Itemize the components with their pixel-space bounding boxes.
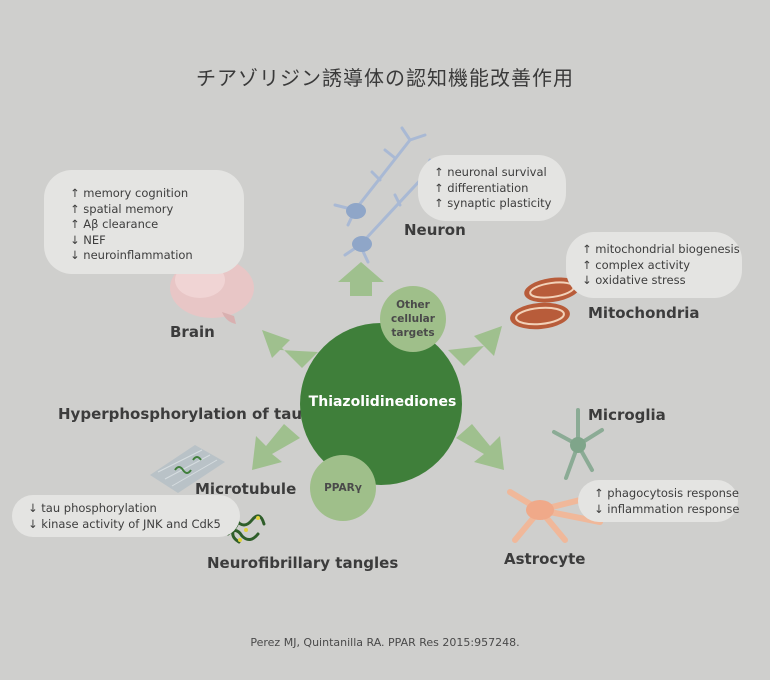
tau-effect: ↓ tau phosphorylation — [28, 501, 157, 515]
mitochondria-label: Mitochondria — [588, 304, 700, 322]
neuron-effects-bubble: ↑ neuronal survival ↑ differentiation ↑ … — [418, 155, 566, 221]
diagram-title: チアゾリジン誘導体の認知機能改善作用 — [196, 66, 574, 90]
tau-effect: ↓ kinase activity of JNK and Cdk5 — [28, 516, 221, 531]
neuron-label: Neuron — [404, 221, 466, 239]
arrow-astrocyte — [456, 424, 504, 470]
thiazolidinediones-label: Thiazolidinediones — [308, 394, 457, 410]
neuron-effect: ↑ synaptic plasticity — [434, 196, 552, 210]
thiazolidinediones-circle — [300, 323, 462, 485]
tangles-label: Neurofibrillary tangles — [207, 554, 399, 572]
arrow-tau — [252, 424, 300, 470]
arrow-mitochondria — [448, 326, 502, 366]
mitochondria-effect: ↑ mitochondrial biogenesis — [582, 242, 740, 256]
neuron-body-2 — [352, 236, 372, 252]
microglia-label: Microglia — [588, 406, 666, 424]
tau-label: Hyperphosphorylation of tau — [58, 405, 302, 423]
ppar-circle — [310, 455, 376, 521]
neuron-body-1 — [346, 203, 366, 219]
astrocyte-effect: ↑ phagocytosis response — [594, 486, 740, 500]
astrocyte-effects-bubble: ↑ phagocytosis response ↓ inflammation r… — [578, 480, 740, 522]
arrow-neuron — [338, 262, 384, 296]
arrow-brain — [262, 330, 318, 368]
tau-effects-bubble: ↓ tau phosphorylation ↓ kinase activity … — [12, 495, 240, 537]
microtubule-label: Microtubule — [195, 480, 297, 498]
mitochondria-effect: ↑ complex activity — [582, 257, 691, 272]
astrocyte-body — [526, 500, 554, 520]
astrocyte-illustration — [507, 489, 603, 543]
microglia-illustration — [552, 408, 604, 480]
mitochondria-effect: ↓ oxidative stress — [582, 273, 686, 287]
brain-effect: ↓ NEF — [70, 232, 106, 247]
other-targets-circle — [380, 286, 446, 352]
astrocyte-label: Astrocyte — [504, 550, 586, 568]
microglia-body — [570, 437, 586, 453]
neuron-effect: ↑ differentiation — [434, 180, 529, 195]
brain-effect: ↑ memory cognition — [70, 186, 189, 200]
neuron-effect: ↑ neuronal survival — [434, 165, 547, 179]
other-targets-label: Other cellular targets — [391, 299, 435, 339]
brain-effect: ↓ neuroinflammation — [70, 248, 193, 262]
citation: Perez MJ, Quintanilla RA. PPAR Res 2015:… — [250, 636, 520, 649]
brain-effect: ↑ Aβ clearance — [70, 217, 159, 231]
arrows — [252, 262, 504, 470]
mitochondria-illustration — [510, 277, 580, 330]
brain-label: Brain — [170, 323, 215, 341]
brain-effect: ↑ spatial memory — [70, 201, 174, 216]
ppar-label: PPARγ — [324, 482, 362, 494]
astrocyte-effect: ↓ inflammation response — [594, 501, 740, 516]
microtubule-illustration — [150, 445, 225, 493]
brain-effects-bubble: ↑ memory cognition ↑ spatial memory ↑ Aβ… — [44, 170, 244, 274]
mitochondria-effects-bubble: ↑ mitochondrial biogenesis ↑ complex act… — [566, 232, 742, 298]
